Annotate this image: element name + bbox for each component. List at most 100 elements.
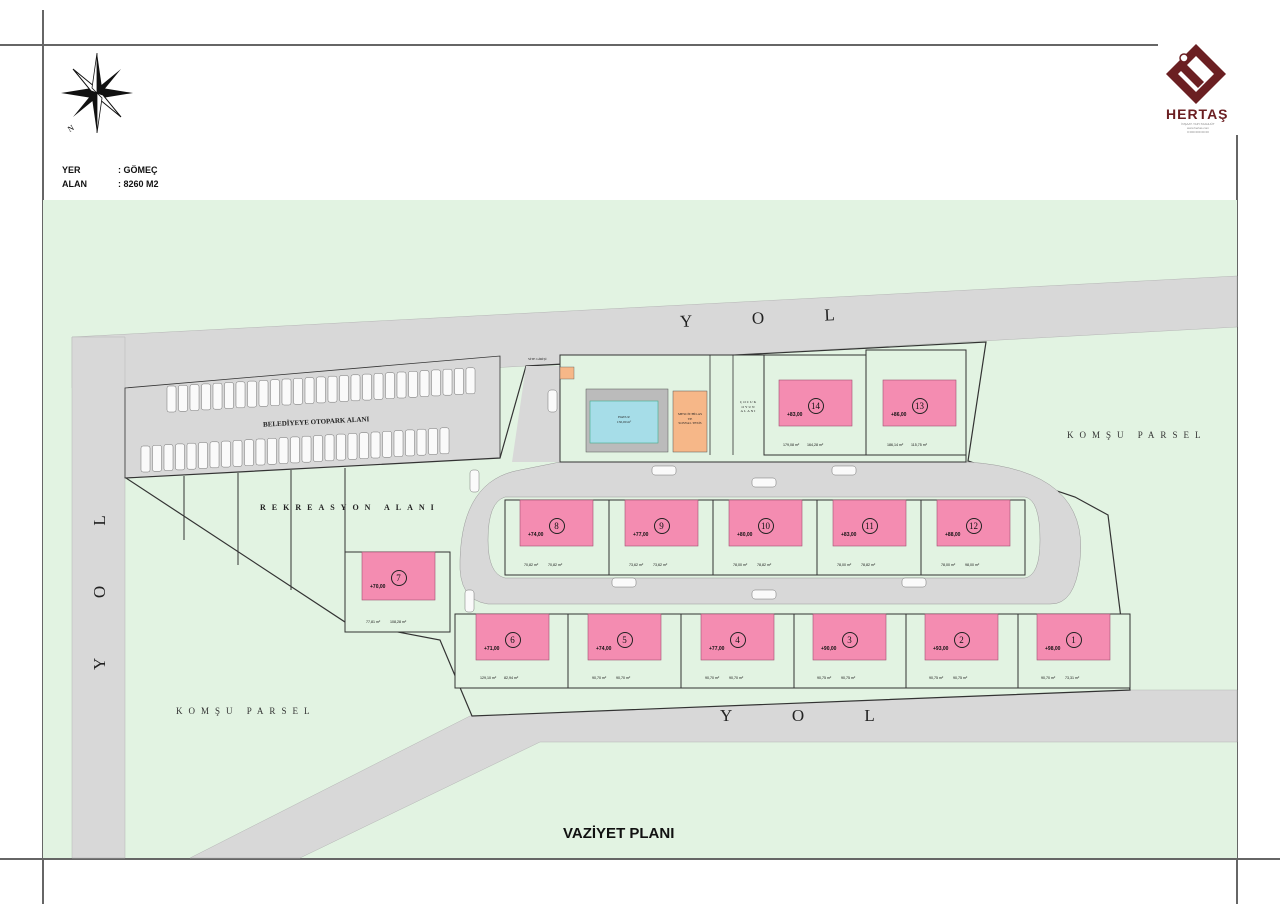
- house-number-text: 2: [953, 632, 970, 648]
- house-area: 90,75 m²: [841, 676, 856, 680]
- car: [751, 477, 777, 488]
- parking-stall: [416, 429, 427, 456]
- parking-stall: [336, 433, 346, 461]
- house-number: 11: [861, 516, 878, 534]
- parking-stall: [224, 382, 234, 409]
- house-area: 73,62 m²: [629, 563, 644, 567]
- parking-stall: [212, 383, 223, 410]
- house-area: 90,70 m²: [592, 676, 607, 680]
- house-level: +77,00: [709, 646, 725, 652]
- house-area: 108,28 m²: [390, 620, 407, 624]
- parking-stall: [247, 380, 257, 408]
- house-number: 13: [911, 396, 928, 414]
- car: [831, 465, 857, 476]
- parking-stall: [431, 369, 441, 397]
- parking-stall: [442, 369, 453, 396]
- parking-stalls: [140, 367, 476, 473]
- house-number: 9: [653, 516, 670, 534]
- yol-left-label: Y O L: [90, 487, 109, 670]
- parking-stall: [370, 431, 381, 459]
- hertas-logo-icon: [1166, 44, 1226, 104]
- house-number: 12: [965, 516, 982, 534]
- parking-stall: [347, 433, 358, 460]
- house-number-text: 14: [807, 398, 824, 414]
- house-number: 8: [548, 516, 565, 534]
- parking-stall: [267, 438, 277, 465]
- car: [547, 389, 558, 413]
- mescit-line: MESCİT/HİLAS: [677, 412, 703, 416]
- house-area: 115,75 m²: [911, 443, 927, 447]
- parking-stall: [465, 367, 476, 394]
- alan-value: : 8260 M2: [118, 179, 159, 189]
- house-level: +71,00: [484, 646, 500, 652]
- brand-subtext-line: İNŞAAT·YAPI·TAAHHÜT: [1181, 122, 1215, 126]
- parking-stall: [408, 371, 418, 398]
- parking-stall: [221, 440, 231, 468]
- house-level: +70,00: [370, 584, 386, 590]
- house-level: +90,00: [821, 646, 837, 652]
- house-number: 4: [729, 630, 746, 648]
- cocuk-line: ALANI: [740, 409, 757, 413]
- yer-value: : GÖMEÇ: [118, 165, 158, 175]
- parking-stall: [439, 427, 450, 454]
- parking-stall: [327, 376, 338, 403]
- house-area: 98,00 m²: [965, 563, 980, 567]
- house-number-text: 13: [911, 398, 928, 414]
- house-level: +86,00: [891, 412, 907, 418]
- parking-stall: [198, 442, 208, 469]
- house-number-text: 3: [841, 632, 858, 648]
- page-title: VAZİYET PLANI: [563, 825, 675, 842]
- parking-stall: [396, 371, 407, 399]
- havuz-area: 150,00 m²: [616, 419, 632, 424]
- parking-stall: [178, 385, 188, 412]
- house-area: 73,31 m²: [1065, 676, 1080, 680]
- house-area: 78,00 m²: [733, 563, 748, 567]
- house-area: 90,75 m²: [953, 676, 968, 680]
- parking-stall: [339, 375, 349, 402]
- alan-label: ALAN: [62, 179, 87, 189]
- house-number-text: 5: [616, 632, 633, 648]
- house-number-text: 11: [861, 518, 878, 534]
- site-entrance-marker: [559, 366, 575, 380]
- parking-stall: [152, 445, 162, 472]
- parking-stall: [301, 436, 312, 463]
- parking-stall: [405, 429, 415, 457]
- house-number-text: 8: [548, 518, 565, 534]
- house-number: 6: [504, 630, 521, 648]
- house-number-text: 10: [757, 518, 774, 534]
- house-number-text: 1: [1065, 632, 1082, 648]
- parking-stall: [278, 437, 289, 464]
- parking-stall: [209, 441, 220, 468]
- house-area: 90,70 m²: [616, 676, 631, 680]
- car: [464, 589, 475, 613]
- mescit-label: MESCİT/HİLAS VE SOSYAL TESİS: [673, 412, 707, 426]
- rekreasyon-label: REKREASYON ALANI: [260, 503, 440, 512]
- house-level: +74,00: [528, 532, 544, 538]
- parking-stall: [304, 377, 315, 404]
- house-area: 90,70 m²: [729, 676, 744, 680]
- house-number: 7: [390, 568, 407, 586]
- house-level: +83,00: [841, 532, 857, 538]
- parking-stall: [244, 439, 254, 466]
- cocuk-label: ÇOCUK OYUN ALANI: [733, 400, 764, 414]
- parking-stall: [163, 444, 174, 471]
- parking-stall: [316, 376, 326, 404]
- house-area: 70,82 m²: [524, 563, 539, 567]
- parking-stall: [186, 443, 197, 470]
- parking-stall: [393, 430, 404, 457]
- house-number: 10: [757, 516, 774, 534]
- house-number-text: 4: [729, 632, 746, 648]
- parking-stall: [235, 381, 246, 408]
- cars: [464, 389, 927, 613]
- havuz-label: HAVUZ 150,00 m²: [604, 415, 644, 424]
- pool: [589, 400, 659, 444]
- car: [611, 577, 637, 588]
- parking-stall: [175, 443, 185, 471]
- mescit-line: VE: [687, 416, 693, 421]
- havuz-name: HAVUZ: [618, 415, 630, 419]
- parking-stall: [140, 445, 151, 473]
- brand-name: HERTAŞ: [1166, 106, 1229, 122]
- house-area: 77,81 m²: [366, 620, 381, 624]
- car: [469, 469, 480, 493]
